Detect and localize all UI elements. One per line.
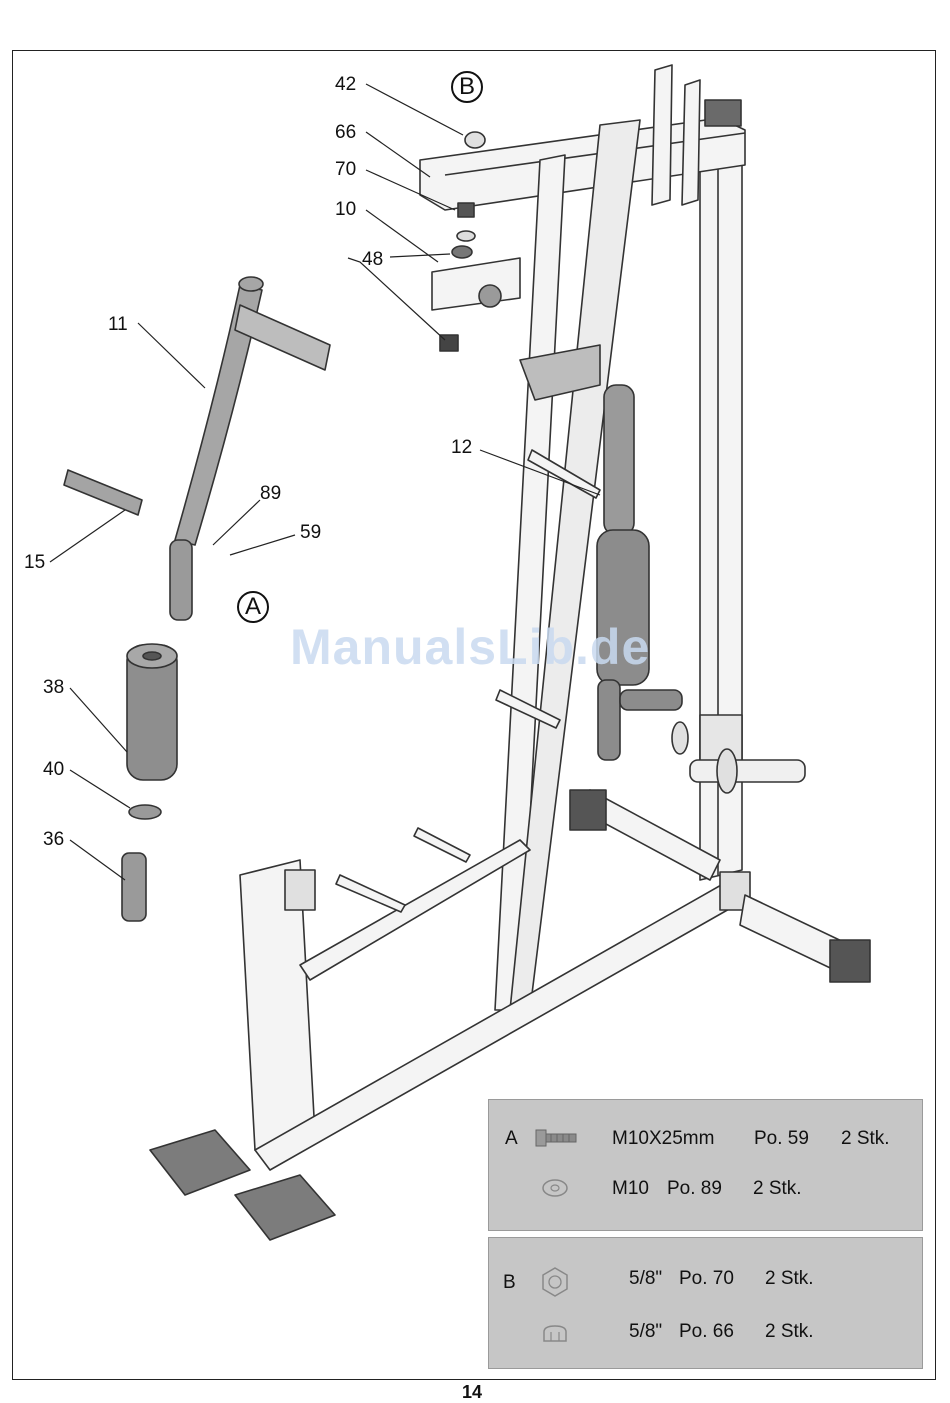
parts-b-row2-qty: 2 Stk. xyxy=(765,1321,814,1343)
parts-b-letter: B xyxy=(503,1272,516,1294)
callout-40: 40 xyxy=(43,760,64,779)
parts-b-row1-pos: Po. 70 xyxy=(679,1268,734,1290)
foot-plate-left xyxy=(150,1130,250,1195)
callout-89: 89 xyxy=(260,484,281,503)
parts-b-row2-size: 5/8" xyxy=(629,1321,662,1343)
foot-plate-right xyxy=(235,1175,335,1240)
washer-icon xyxy=(541,1178,571,1198)
watermark: ManualsLib.de xyxy=(290,618,650,676)
parts-b-row1-qty: 2 Stk. xyxy=(765,1268,814,1290)
callout-12: 12 xyxy=(451,438,472,457)
callout-11: 11 xyxy=(108,315,128,334)
callout-70: 70 xyxy=(335,160,356,179)
callout-42: 42 xyxy=(335,75,356,94)
parts-a-row1-qty: 2 Stk. xyxy=(841,1128,890,1150)
nut-icon xyxy=(539,1266,571,1298)
page-number: 14 xyxy=(462,1382,482,1403)
callout-10: 10 xyxy=(335,200,356,219)
callout-66: 66 xyxy=(335,123,356,142)
parts-box-a: A M10X25mm Po. 59 2 Stk. M10 Po. 89 2 St… xyxy=(488,1099,923,1231)
parts-a-row2-qty: 2 Stk. xyxy=(753,1178,802,1200)
parts-a-row2-size: M10 xyxy=(612,1178,649,1200)
parts-box-b: B 5/8" Po. 70 2 Stk. 5/8" Po. 66 2 Stk. xyxy=(488,1237,923,1369)
callout-36: 36 xyxy=(43,830,64,849)
callout-59: 59 xyxy=(300,523,321,542)
parts-b-row1-size: 5/8" xyxy=(629,1268,662,1290)
tube-36 xyxy=(122,853,146,921)
right-arm xyxy=(604,385,634,535)
marker-a: A xyxy=(237,591,269,623)
carriage-block xyxy=(432,258,520,310)
parts-a-row1-size: M10X25mm xyxy=(612,1128,714,1150)
parts-a-row1-pos: Po. 59 xyxy=(754,1128,809,1150)
marker-b: B xyxy=(451,71,483,103)
parts-b-row2-pos: Po. 66 xyxy=(679,1321,734,1343)
parts-a-letter: A xyxy=(505,1128,518,1150)
bolt-icon xyxy=(535,1128,577,1148)
callout-48: 48 xyxy=(362,250,383,269)
cap-nut-icon xyxy=(541,1324,569,1344)
callout-15: 15 xyxy=(24,553,45,572)
callout-38: 38 xyxy=(43,678,64,697)
parts-a-row2-pos: Po. 89 xyxy=(667,1178,722,1200)
